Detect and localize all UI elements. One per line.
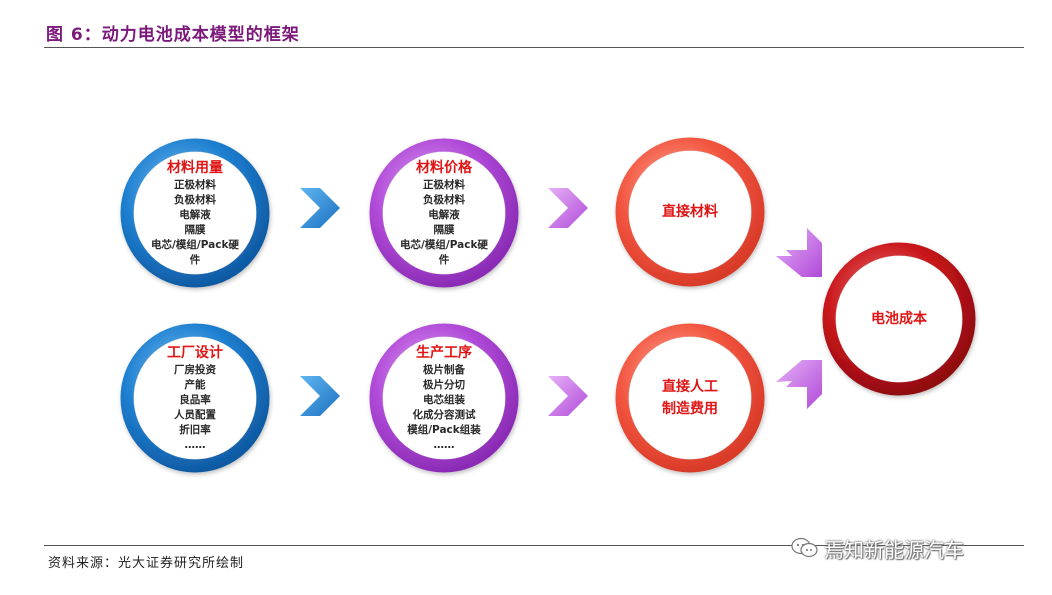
source-note: 资料来源：光大证券研究所绘制: [48, 556, 245, 571]
node-title: 生产工序: [416, 345, 472, 361]
node-item: 电芯/模组/Pack硬: [151, 239, 239, 251]
arrow-usage-to-price: [300, 188, 340, 228]
node-production-process: 生产工序 极片制备极片分切电芯组装化成分容测试模组/Pack组装 ……: [384, 338, 504, 458]
arrow-design-to-process: [300, 376, 340, 416]
node-item: 负极材料: [422, 194, 465, 206]
node-item-list: 厂房投资产能良品率人员配置折旧率 ……: [174, 363, 216, 453]
node-item: 化成分容测试: [412, 409, 476, 421]
node-item: 件: [189, 254, 201, 266]
arrow-labor-to-cost: [776, 360, 822, 409]
node-material-usage: 材料用量 正极材料负极材料电解液隔膜电芯/模组/Pack硬件: [135, 153, 255, 273]
ring-direct-labor: [615, 323, 765, 473]
chat-bubbles-icon: [791, 537, 818, 558]
node-material-price: 材料价格 正极材料负极材料电解液隔膜电芯/模组/Pack硬件: [384, 153, 504, 273]
watermark-text: 焉知新能源汽车: [824, 537, 964, 562]
ring-battery-cost: [822, 242, 976, 396]
ring-material-usage: [120, 138, 270, 288]
node-item: 良品率: [179, 394, 211, 406]
figure-title: 图 6：动力电池成本模型的框架: [46, 25, 300, 45]
node-direct-labor: 直接人工 制造费用: [630, 338, 750, 458]
top-divider: [44, 47, 1024, 48]
node-item: 折旧率: [179, 424, 211, 436]
node-item-list: 极片制备极片分切电芯组装化成分容测试模组/Pack组装 ……: [407, 363, 481, 453]
node-title-line-2: 制造费用: [662, 401, 718, 417]
node-battery-cost: 电池成本: [839, 259, 959, 379]
node-item: 极片分切: [422, 379, 465, 391]
node-item: 厂房投资: [174, 364, 216, 376]
node-item: 电芯/模组/Pack硬: [400, 239, 488, 251]
node-item: ……: [184, 439, 206, 451]
node-item-list: 正极材料负极材料电解液隔膜电芯/模组/Pack硬件: [400, 178, 488, 268]
ring-factory-design: [120, 323, 270, 473]
node-item: 电解液: [428, 209, 460, 221]
node-item: ……: [433, 439, 455, 451]
node-item: 件: [438, 254, 450, 266]
node-title: 材料价格: [416, 160, 472, 176]
bottom-divider: [44, 545, 1024, 546]
node-direct-material: 直接材料: [630, 152, 750, 272]
node-title: 工厂设计: [167, 345, 223, 361]
arrow-material-to-cost: [776, 228, 822, 277]
arrow-price-to-material: [548, 188, 588, 228]
arrow-process-to-labor: [548, 376, 588, 416]
node-title: 电池成本: [871, 311, 927, 327]
ring-material-price: [369, 138, 519, 288]
node-item: 负极材料: [173, 194, 216, 206]
watermark: 焉知新能源汽车: [790, 535, 964, 562]
node-item: 正极材料: [422, 179, 465, 191]
ring-production-process: [369, 323, 519, 473]
node-item: 产能: [184, 379, 206, 391]
node-item: 正极材料: [173, 179, 216, 191]
node-item: 模组/Pack组装: [407, 424, 481, 436]
node-item-list: 正极材料负极材料电解液隔膜电芯/模组/Pack硬件: [151, 178, 239, 268]
node-title: 直接材料: [662, 204, 718, 220]
node-item: 隔膜: [184, 224, 206, 236]
node-item: 极片制备: [422, 364, 465, 376]
node-title-line-1: 直接人工: [662, 379, 718, 395]
node-item: 电芯组装: [422, 394, 465, 406]
node-item: 电解液: [179, 209, 211, 221]
ring-direct-material: [615, 137, 765, 287]
node-factory-design: 工厂设计 厂房投资产能良品率人员配置折旧率 ……: [135, 338, 255, 458]
node-item: 隔膜: [433, 224, 455, 236]
node-title: 材料用量: [167, 160, 223, 176]
node-item: 人员配置: [174, 409, 216, 421]
